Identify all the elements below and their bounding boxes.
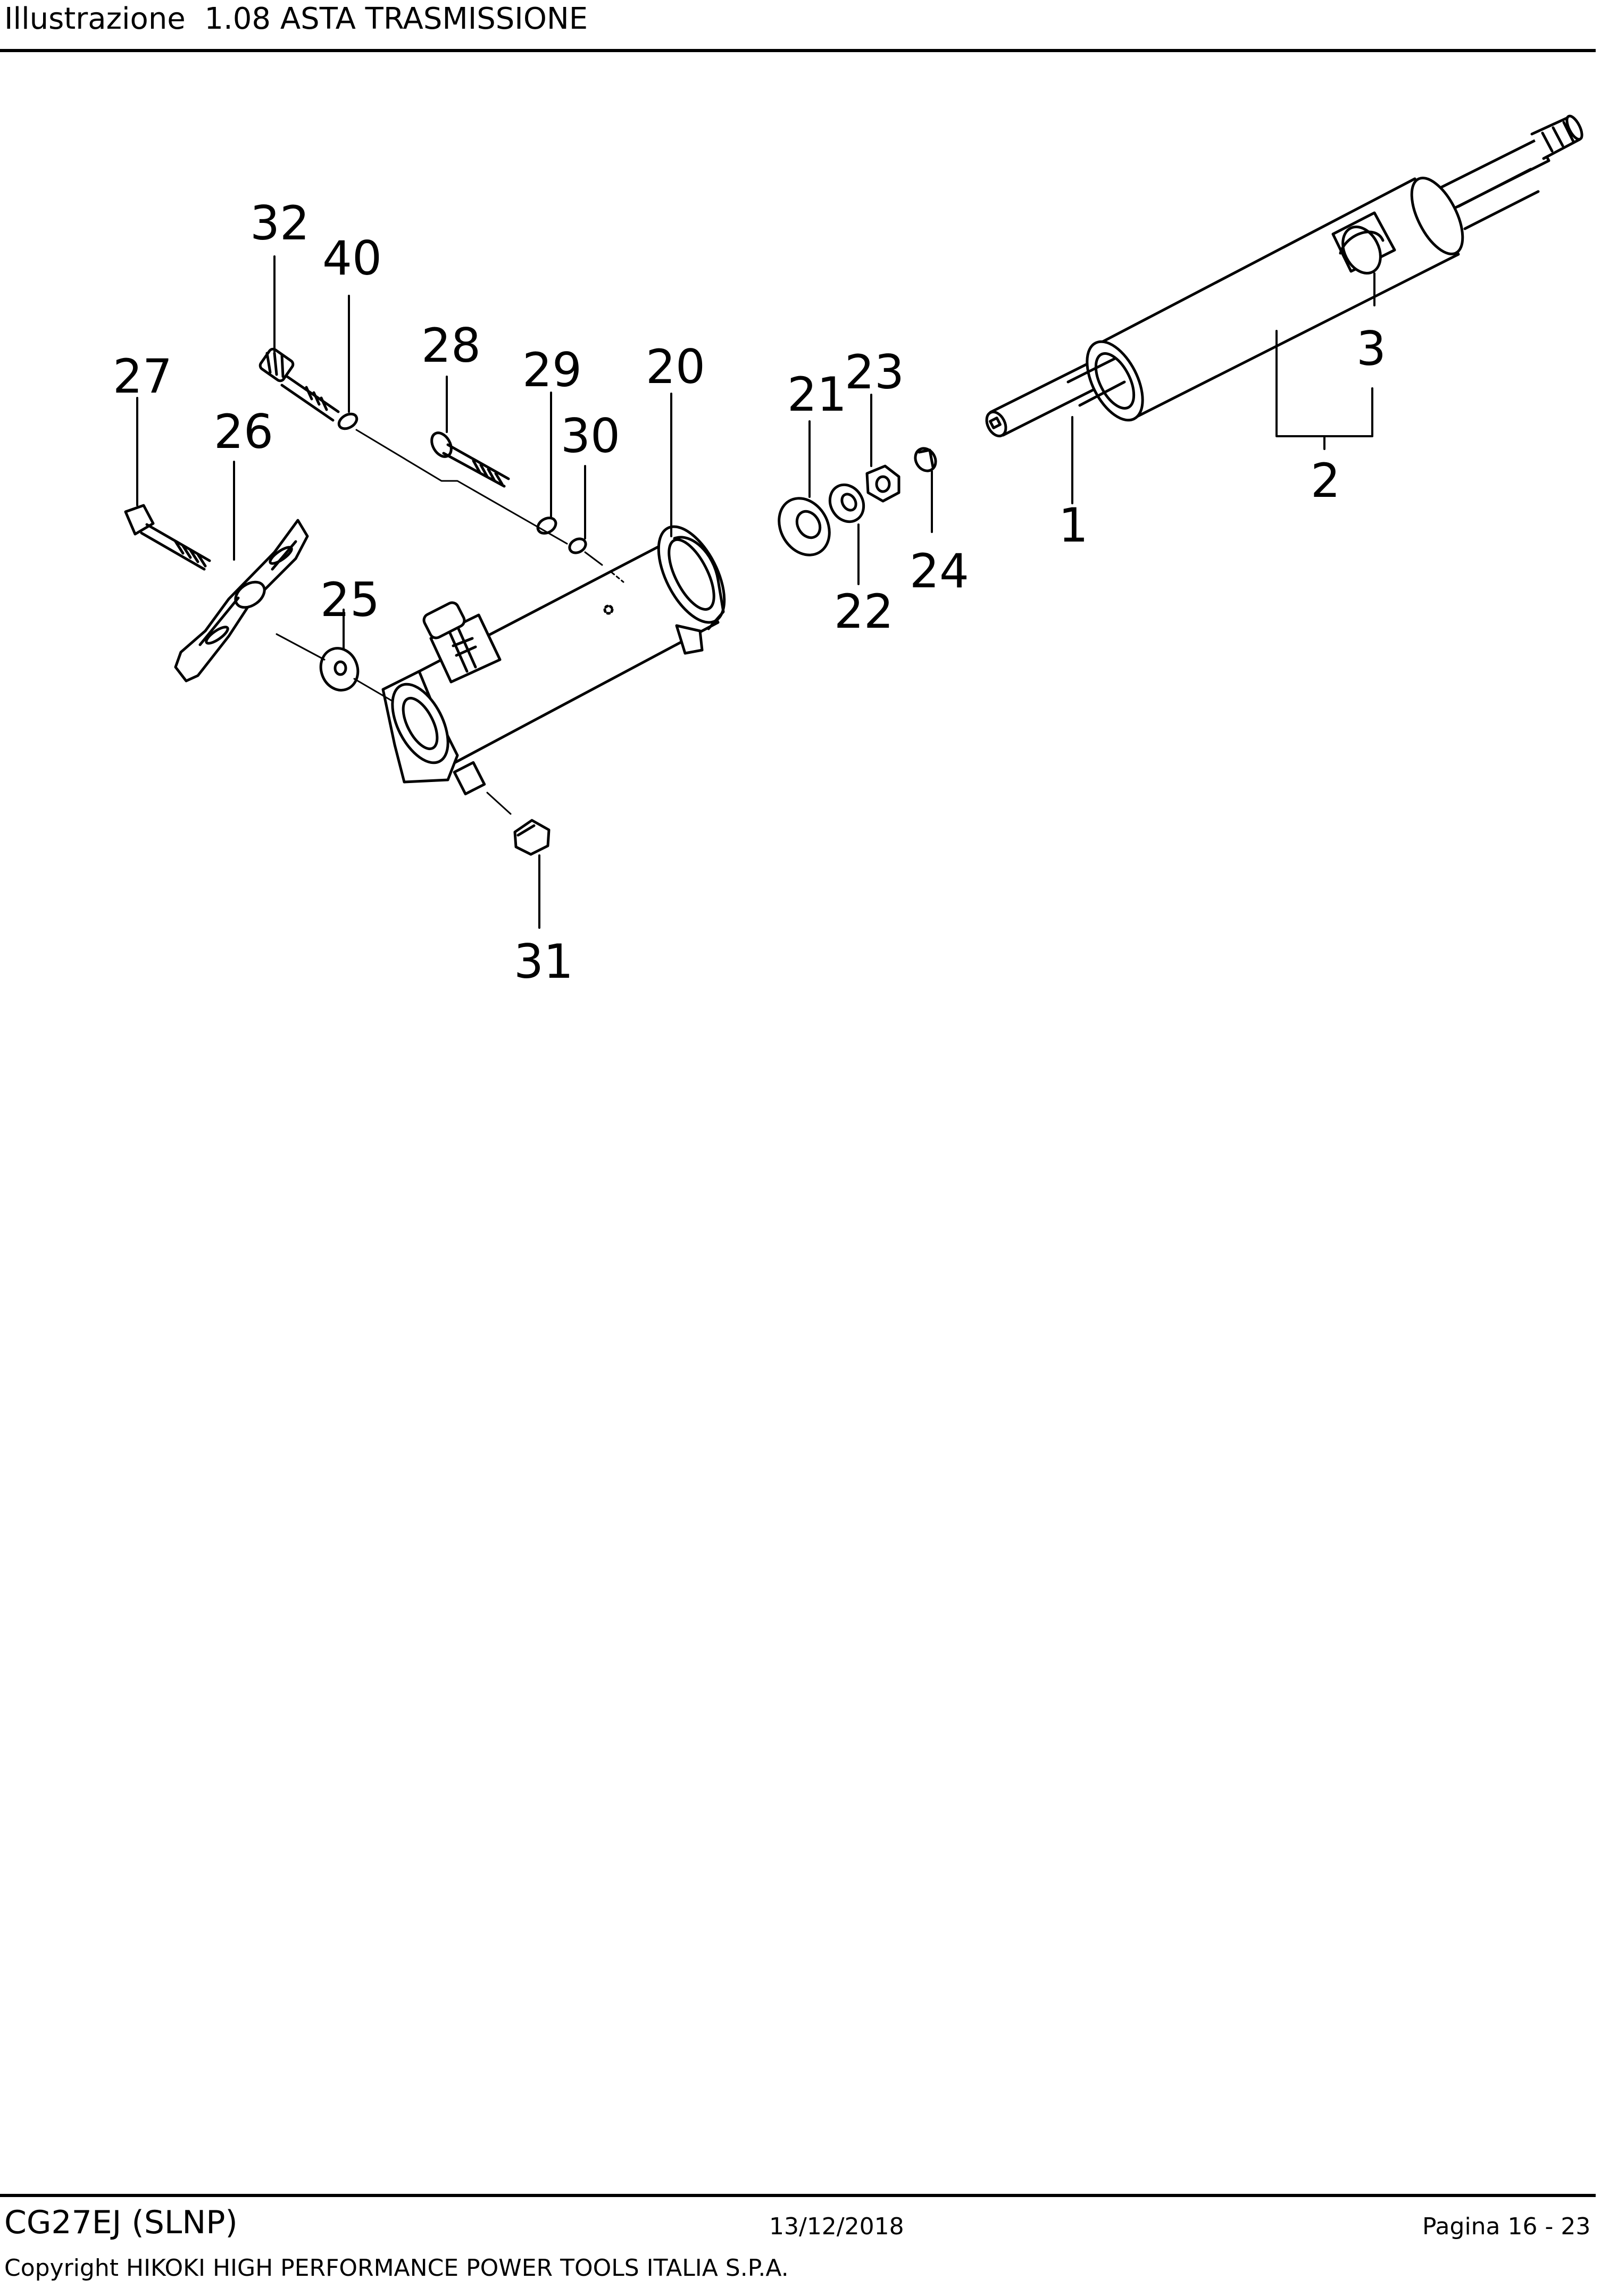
page-number: Pagina 16 - 23 — [1422, 2213, 1591, 2240]
cap-nut-31-part — [513, 819, 551, 856]
bolt-28-part — [430, 431, 510, 488]
washer-30-part — [568, 537, 587, 554]
washer-22-part — [828, 483, 865, 523]
callout-29: 29 — [522, 343, 582, 397]
callout-24: 24 — [910, 544, 969, 598]
callout-21: 21 — [787, 367, 847, 422]
outer-tube-part — [1066, 168, 1540, 422]
document-date: 13/12/2018 — [769, 2213, 904, 2240]
callout-25: 25 — [320, 572, 380, 627]
callout-28: 28 — [421, 318, 481, 373]
handle-bracket-part — [381, 525, 726, 795]
page-title: Illustrazione 1.08 ASTA TRASMISSIONE — [4, 2, 588, 36]
copyright-notice: Copyright HIKOKI HIGH PERFORMANCE POWER … — [4, 2255, 789, 2282]
callout-32: 32 — [250, 196, 310, 251]
tube-clamp-part — [1331, 211, 1396, 274]
callout-2: 2 — [1311, 453, 1340, 508]
handle-grip-part — [174, 519, 309, 683]
callout-30: 30 — [561, 409, 620, 463]
lock-washer-24-part — [914, 447, 937, 472]
model-name: CG27EJ (SLNP) — [4, 2204, 238, 2241]
washer-40-part — [337, 412, 358, 430]
callout-31: 31 — [514, 934, 573, 989]
callout-26: 26 — [214, 404, 273, 459]
washer-21-part — [778, 497, 831, 556]
nut-23-part — [865, 464, 900, 503]
callout-22: 22 — [834, 584, 894, 639]
callout-20: 20 — [646, 339, 705, 394]
callout-labels: 32 40 27 26 28 29 30 20 21 23 25 22 24 3… — [113, 196, 1386, 989]
hex-bolt-27-part — [124, 504, 211, 571]
footer-divider — [0, 2194, 1596, 2197]
callout-3: 3 — [1356, 321, 1386, 376]
callout-1: 1 — [1058, 498, 1088, 553]
knurled-bolt-32-part — [259, 347, 340, 422]
callout-27: 27 — [113, 349, 172, 404]
callout-23: 23 — [845, 345, 904, 400]
callout-40: 40 — [322, 231, 382, 286]
header-divider — [0, 49, 1596, 52]
washer-25-part — [319, 647, 360, 692]
washer-29-part — [536, 517, 557, 535]
